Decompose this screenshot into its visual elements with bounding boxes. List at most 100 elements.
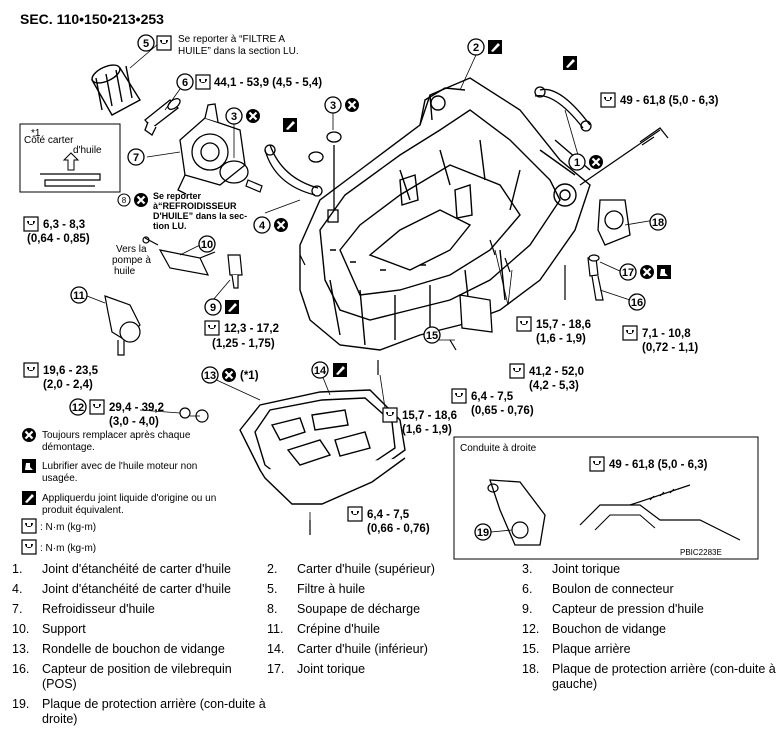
sealant-icon — [333, 363, 347, 377]
wrench-icon — [589, 456, 605, 472]
svg-text:13: 13 — [204, 370, 216, 382]
part-name: Crépine d'huile — [297, 622, 380, 636]
svg-text:Conduite à droite: Conduite à droite — [460, 443, 537, 454]
callout-17: 17 — [619, 263, 637, 281]
part-name: Rondelle de bouchon de vidange — [42, 642, 225, 656]
svg-text:usagée.: usagée. — [42, 473, 78, 484]
part-name: Carter d'huile (inférieur) — [297, 642, 428, 656]
wrench-icon — [600, 92, 616, 108]
left-bolt — [142, 236, 159, 246]
part-name: Filtre à huile — [297, 582, 366, 596]
wrench-icon — [451, 388, 467, 404]
part-name: Plaque de protection arrière (con-duite … — [552, 662, 776, 691]
part-number: 14. — [267, 642, 285, 656]
svg-text:15,7 - 18,6: 15,7 - 18,6 — [536, 319, 591, 331]
o-ring-3-left — [219, 160, 249, 184]
rear-plate-15 — [459, 294, 493, 333]
replace-icon — [132, 191, 150, 209]
part-number: 19. — [12, 697, 30, 711]
part-number: 16. — [12, 662, 30, 676]
leader-lines — [86, 43, 656, 522]
svg-text:(0,64 - 0,85): (0,64 - 0,85) — [27, 233, 90, 245]
svg-text:6: 6 — [182, 77, 188, 89]
lower-oil-pan — [239, 389, 406, 505]
part-number: 11. — [267, 622, 284, 636]
wrench-icon — [516, 316, 532, 332]
svg-text:16: 16 — [631, 297, 643, 309]
svg-text:tion LU.: tion LU. — [153, 221, 187, 231]
svg-text:49 - 61,8 (5,0 - 6,3): 49 - 61,8 (5,0 - 6,3) — [609, 459, 708, 471]
svg-text:4: 4 — [259, 220, 266, 232]
part-number: 6. — [522, 582, 533, 596]
svg-text:3: 3 — [231, 111, 237, 123]
callout-10: 10 — [198, 235, 216, 253]
part-number: 1. — [12, 562, 23, 576]
svg-text:Lubrifier avec de l'huile mote: Lubrifier avec de l'huile moteur non — [42, 461, 197, 472]
svg-text:49 - 61,8 (5,0 - 6,3): 49 - 61,8 (5,0 - 6,3) — [620, 95, 719, 107]
svg-text:44,1 - 53,9 (4,5 - 5,4): 44,1 - 53,9 (4,5 - 5,4) — [214, 77, 322, 89]
part-name: Bouchon de vidange — [552, 622, 666, 636]
svg-text:pompe à: pompe à — [112, 255, 151, 266]
replace-icon — [220, 366, 238, 384]
svg-text:7: 7 — [133, 152, 139, 164]
part-number: 18. — [522, 662, 540, 676]
wrench-icon — [622, 325, 638, 341]
wrench-icon — [89, 399, 105, 415]
wrench-icon — [509, 363, 525, 379]
svg-text:5: 5 — [143, 38, 149, 50]
part-name: Joint torique — [297, 662, 366, 676]
part-name: Support — [42, 622, 86, 636]
callout-14: 14 — [311, 361, 329, 379]
callout-18: 18 — [649, 213, 667, 231]
svg-text:(1,25 - 1,75): (1,25 - 1,75) — [212, 338, 275, 350]
parts-row: 19. Plaque de protection arrière (con-dui… — [12, 697, 777, 732]
wrench-icon — [21, 539, 37, 555]
rear-plate-18 — [597, 199, 631, 246]
part-number: 13. — [12, 642, 30, 656]
top-right-bolt — [579, 127, 669, 186]
callout-7: 7 — [127, 148, 145, 166]
callout-2: 2 — [467, 38, 485, 56]
svg-text:huile: huile — [114, 266, 136, 277]
svg-text:Se reporter: Se reporter — [153, 191, 202, 201]
callout-19: 19 — [474, 523, 492, 541]
sealant-icon — [488, 40, 502, 54]
svg-text:(0,66 - 0,76): (0,66 - 0,76) — [367, 523, 430, 535]
section-title: SEC. 110•150•213•253 — [20, 11, 164, 27]
part-name: Carter d'huile (supérieur) — [297, 562, 435, 576]
svg-text:6,3 - 8,3: 6,3 - 8,3 — [43, 219, 85, 231]
svg-text:14: 14 — [314, 365, 327, 377]
part-number: 15. — [522, 642, 540, 656]
svg-text:10: 10 — [201, 239, 213, 251]
gasket-1 — [534, 86, 592, 132]
svg-text:11: 11 — [73, 290, 85, 302]
callout-4: 4 — [253, 216, 271, 234]
o-ring-3-top — [308, 131, 342, 223]
replace-icon — [272, 216, 290, 234]
figure-code: PBIC2283E — [680, 548, 722, 557]
gasket-4 — [264, 144, 323, 197]
callout-11: 11 — [70, 286, 88, 304]
svg-text:15: 15 — [426, 330, 438, 342]
svg-text:(0,72 - 1,1): (0,72 - 1,1) — [642, 342, 698, 354]
svg-text:Se reporter à “FILTRE A: Se reporter à “FILTRE A — [178, 34, 285, 45]
part-name: Plaque de protection arrière (con-duite … — [42, 697, 266, 726]
connector-bolt — [144, 98, 181, 136]
wrench-icon — [23, 216, 39, 232]
callout-15: 15 — [423, 326, 441, 344]
replace-icon — [20, 426, 38, 444]
svg-text:8: 8 — [122, 196, 127, 205]
svg-text:D'HUILE” dans la sec-: D'HUILE” dans la sec- — [153, 211, 247, 221]
bracket-10 — [158, 249, 216, 276]
part-number: 12. — [522, 622, 540, 636]
parts-row: 16.Capteur de position de vilebrequin (P… — [12, 662, 777, 697]
part-number: 8. — [267, 602, 278, 616]
sealant-icon — [283, 118, 297, 132]
oil-can-icon — [657, 265, 671, 279]
replace-icon — [587, 153, 605, 171]
wrench-icon — [347, 506, 363, 522]
